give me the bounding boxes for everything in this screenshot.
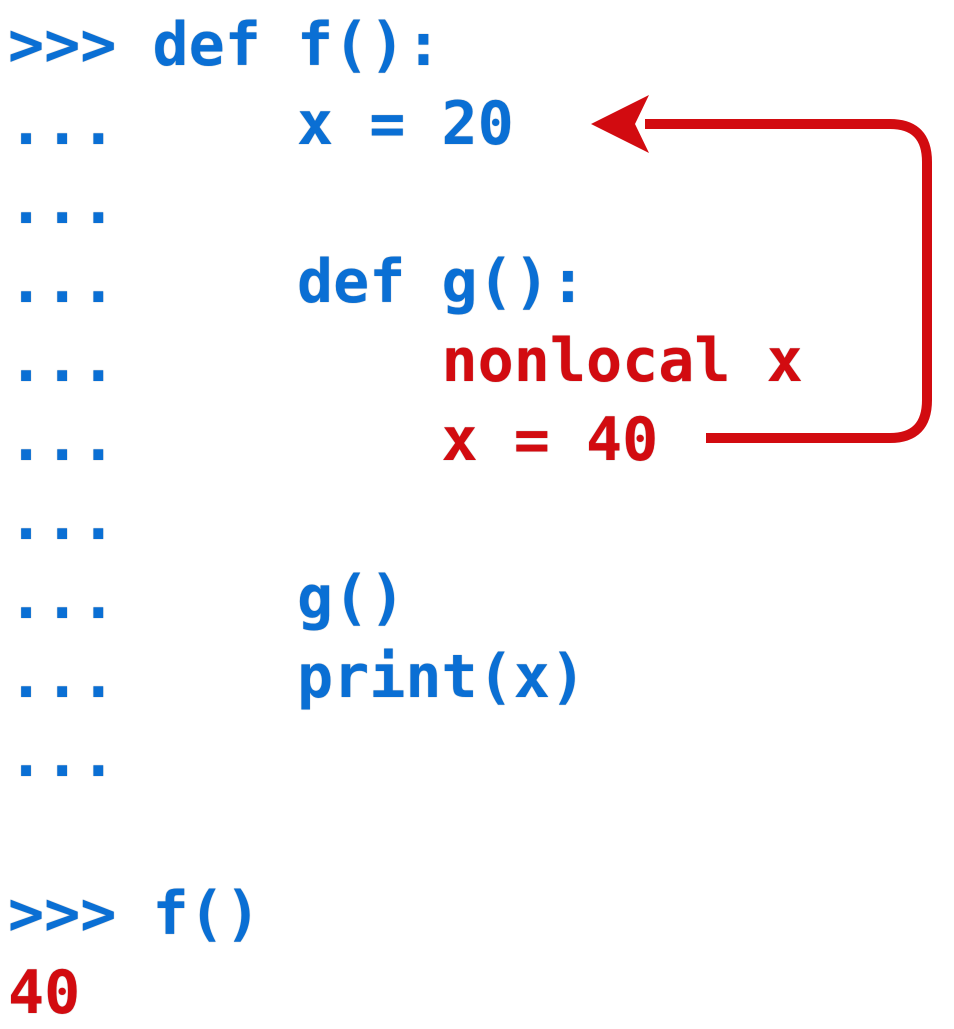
repl-code: >>> def f(): ... x = 20... ... def g():...… [8, 6, 803, 1029]
code-line: ... x = 20 [8, 85, 803, 164]
code-line: ... [8, 717, 803, 796]
code-segment: nonlocal x [441, 326, 803, 396]
code-line: >>> def f(): [8, 6, 803, 85]
code-line: 40 [8, 954, 803, 1029]
code-line: ... print(x) [8, 638, 803, 717]
code-segment: ... def g(): [8, 247, 586, 317]
code-segment: >>> f() [8, 879, 261, 949]
code-segment: 40 [8, 958, 81, 1028]
code-segment: ... [8, 405, 442, 475]
code-segment: ... [8, 721, 117, 791]
code-line [8, 796, 803, 875]
code-line: ... nonlocal x [8, 322, 803, 401]
code-segment: ... g() [8, 563, 406, 633]
code-line: ... def g(): [8, 243, 803, 322]
code-line: ... x = 40 [8, 401, 803, 480]
code-line: >>> f() [8, 875, 803, 954]
code-line: ... g() [8, 559, 803, 638]
code-segment: ... [8, 326, 442, 396]
code-segment: >>> def f(): [8, 10, 442, 80]
code-segment: ... [8, 484, 117, 554]
code-line: ... [8, 480, 803, 559]
code-segment: ... print(x) [8, 642, 586, 712]
code-segment: ... [8, 168, 117, 238]
code-line: ... [8, 164, 803, 243]
code-segment: x = 40 [441, 405, 659, 475]
code-segment: ... x = 20 [8, 89, 514, 159]
